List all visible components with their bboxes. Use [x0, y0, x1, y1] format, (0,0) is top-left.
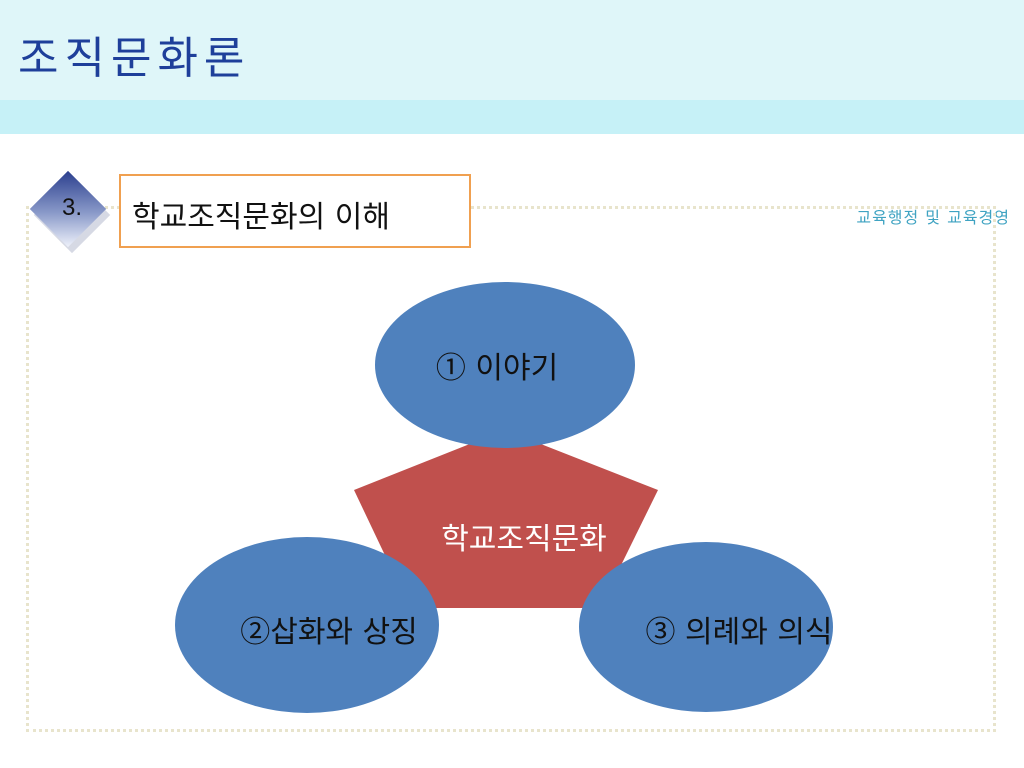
section-title: 학교조직문화의 이해 — [132, 200, 390, 235]
center-pentagon — [354, 430, 658, 608]
node-label-symbol: ②삽화와 상징 — [240, 615, 418, 650]
section-number: 3. — [62, 194, 83, 221]
header-band: 교육행정 및 교육경영 — [0, 100, 1024, 227]
content-frame — [26, 206, 996, 732]
node-label-story: ① 이야기 — [436, 351, 558, 386]
node-story-ellipse — [375, 282, 635, 448]
header-bar: 조직문화론 — [0, 0, 1024, 100]
node-symbol-ellipse — [175, 537, 439, 713]
course-subtitle: 교육행정 및 교육경영 — [856, 208, 1010, 227]
center-label: 학교조직문화 — [441, 522, 607, 557]
node-ritual-ellipse — [579, 542, 833, 712]
page-title: 조직문화론 — [18, 33, 251, 84]
section-title-box — [119, 174, 471, 248]
node-label-ritual: ③ 의례와 의식 — [645, 615, 832, 650]
